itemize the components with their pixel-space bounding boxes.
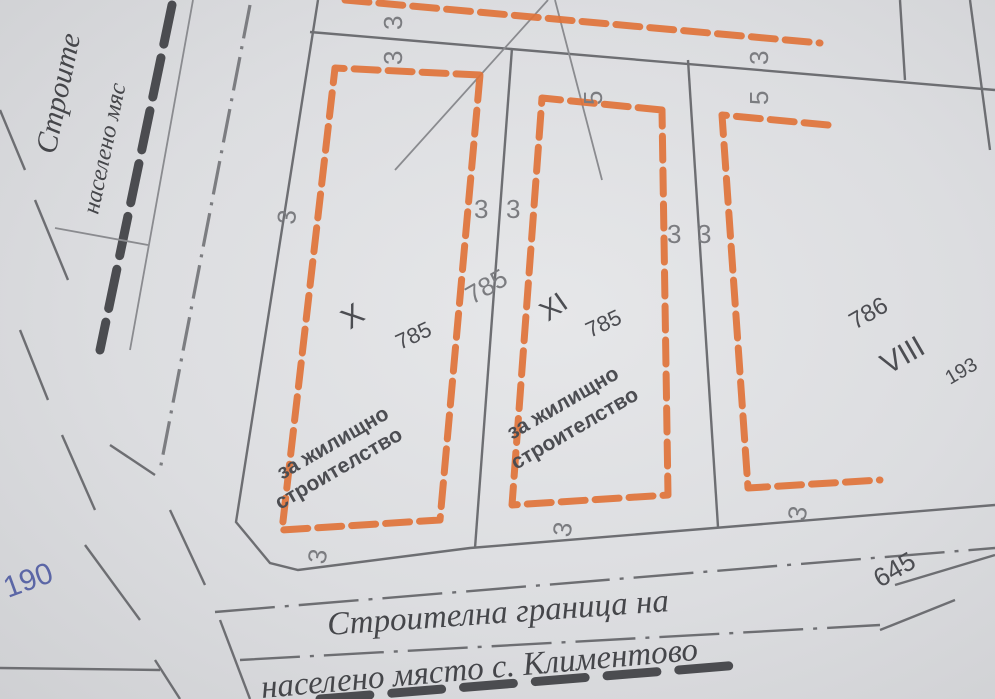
- street-line: [129, 0, 194, 351]
- village-boundary-left: [95, 0, 177, 355]
- plot-number-xi: 785: [582, 304, 626, 342]
- plot-roman-xi: XI: [534, 286, 573, 327]
- side-line: [84, 544, 141, 621]
- street-line-top: [309, 30, 995, 92]
- side-line: [60, 434, 97, 511]
- setback-plot-xi-top: 5: [578, 91, 608, 105]
- building-line-top: [341, 0, 824, 47]
- setback-plot-x-bottom: 3: [301, 547, 333, 566]
- side-line: [0, 666, 161, 672]
- tick-line: [54, 227, 149, 246]
- setback-plot-viii-top-a: 5: [744, 91, 774, 105]
- side-label-line1: Строите: [30, 30, 88, 156]
- side-line: [218, 619, 252, 699]
- plot-divider-xi-viii: [686, 59, 720, 528]
- village-boundary-bottom: [315, 660, 745, 699]
- plot-roman-x: X: [335, 297, 370, 336]
- plot-extra-number-viii: 193: [942, 354, 982, 390]
- setback-plot-x-left: 3: [271, 208, 302, 225]
- side-line: [18, 329, 50, 401]
- building-zone-plot-viii: [718, 111, 884, 492]
- road-line: [239, 623, 881, 662]
- building-zone-plot-x: [278, 64, 484, 534]
- road-line: [879, 598, 956, 632]
- regulation-line-left: [158, 4, 252, 471]
- side-line: [168, 509, 207, 586]
- road-line: [214, 546, 995, 614]
- side-line: [0, 109, 27, 171]
- setback-plot-xi-bottom: 3: [546, 520, 578, 539]
- shared-boundary-number: 785: [460, 263, 513, 311]
- plot-roman-viii: VIII: [875, 330, 930, 381]
- setback-x-xi-a: 3: [474, 194, 488, 224]
- block-outline: [234, 0, 995, 572]
- road-number: 645: [868, 546, 921, 594]
- parcel-line: [898, 0, 907, 81]
- plot-divider-x-xi: [473, 47, 514, 549]
- setback-xi-viii-b: 3: [697, 219, 711, 249]
- plot-number-viii: 786: [845, 292, 893, 335]
- setback-plot-viii-bottom: 3: [781, 504, 813, 523]
- diagonal-line: [394, 0, 549, 171]
- side-line: [33, 199, 70, 281]
- boundary-label-line1: Строителна граница на: [326, 583, 670, 643]
- side-line: [109, 444, 156, 476]
- side-line: [153, 659, 182, 699]
- side-label-line2: населено мяс: [78, 80, 131, 216]
- building-zone-plot-xi: [508, 94, 672, 509]
- parcel-line: [968, 0, 992, 151]
- diagonal-line: [554, 0, 603, 181]
- setback-top-left-a: 3: [378, 16, 408, 30]
- setback-xi-viii-a: 3: [667, 219, 681, 249]
- lot-number-left: 190: [0, 556, 57, 604]
- setback-top-left-b: 3: [378, 51, 408, 65]
- road-line: [894, 553, 995, 587]
- setback-x-xi-b: 3: [506, 194, 520, 224]
- plot-number-x: 785: [392, 316, 436, 354]
- setback-plot-viii-top-b: 3: [744, 51, 774, 65]
